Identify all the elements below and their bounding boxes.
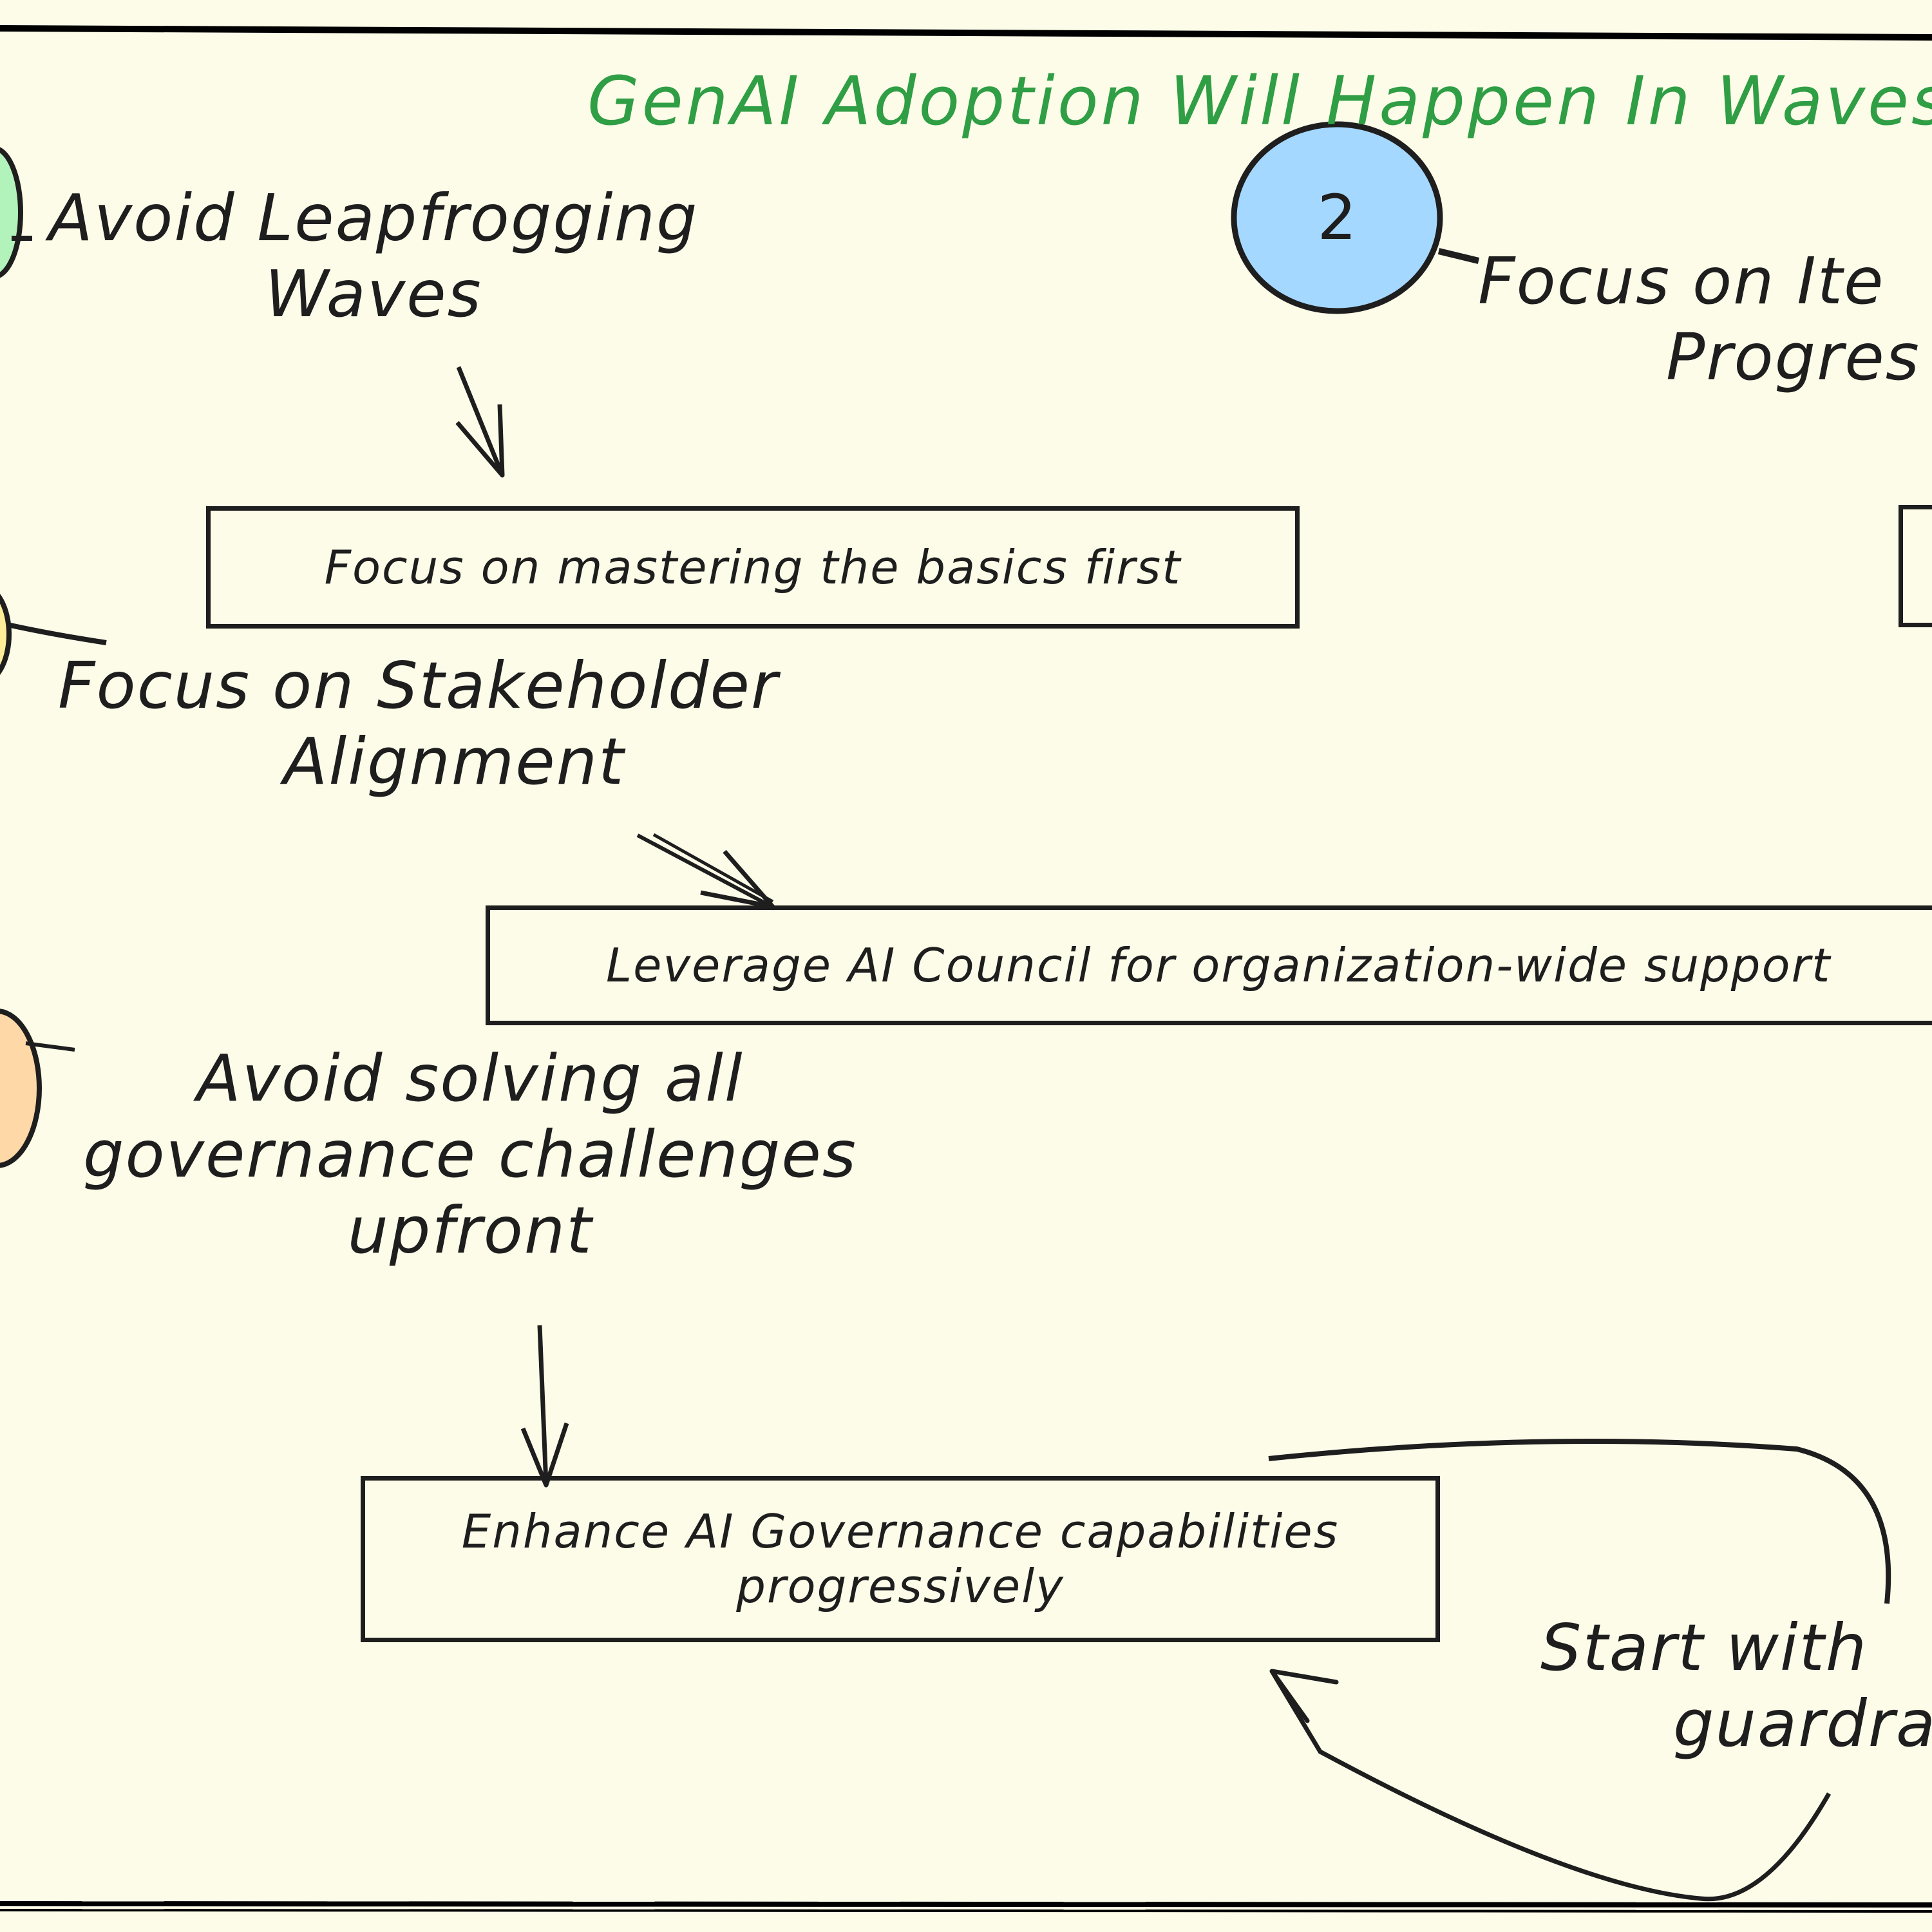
badge-wave-3-tail — [7, 622, 107, 645]
badge-wave-2-number: 2 — [1317, 182, 1357, 254]
arrow-upfront-to-enhance — [537, 1325, 549, 1486]
arrow-alignment-to-council — [636, 833, 771, 907]
badge-wave-4-tail — [25, 1041, 75, 1052]
box-ai-council: Leverage AI Council for organization-wid… — [486, 905, 1932, 1025]
box-master-basics: Focus on mastering the basics first — [206, 506, 1300, 629]
label-focus-iterative-line-2: Progres — [1666, 319, 1920, 395]
label-focus-iterative-line-1: Focus on Ite — [1478, 243, 1885, 319]
label-avoid-leapfrogging-line-1: Avoid Leapfrogging — [48, 180, 699, 256]
badge-wave-3-circle — [0, 594, 12, 675]
label-avoid-governance: Avoid solving all governance challenges … — [52, 1041, 889, 1269]
arrow-alignment-head — [700, 849, 775, 909]
label-focus-iterative: Focus on Ite Progres — [1478, 243, 1932, 395]
label-avoid-leapfrogging: Avoid Leapfrogging Waves — [19, 180, 728, 332]
label-start-with-guardrails: Start with guardra — [1540, 1610, 1932, 1762]
box-cropped-right — [1899, 505, 1932, 627]
box-master-basics-text: Focus on mastering the basics first — [324, 540, 1182, 594]
box-governance-progressive-line-2: progressively — [736, 1559, 1065, 1613]
frame-bottom-line-2 — [0, 1909, 1932, 1913]
box-ai-council-text: Leverage AI Council for organization-wid… — [606, 938, 1832, 992]
label-avoid-governance-line-1: Avoid solving all — [196, 1041, 744, 1116]
label-stakeholder-alignment: Focus on Stakeholder Alignment — [39, 648, 876, 800]
badge-wave-4-circle — [0, 1009, 42, 1168]
badge-wave-2-tail — [1437, 248, 1480, 264]
label-avoid-governance-line-2: governance challenges — [82, 1117, 857, 1192]
label-start-with-guardrails-line-1: Start with — [1540, 1610, 1868, 1685]
diagram-title: GenAI Adoption Will Happen In Waves — [587, 62, 1932, 140]
arrow-upfront-head — [520, 1422, 569, 1488]
loop-arrow-top — [1268, 1439, 1891, 1604]
label-stakeholder-alignment-line-2: Alignment — [283, 724, 625, 799]
box-governance-progressive: Enhance AI Governance capabilities progr… — [361, 1476, 1440, 1642]
badge-wave-2-circle — [1231, 121, 1443, 314]
box-governance-progressive-line-1: Enhance AI Governance capabilities — [461, 1504, 1340, 1559]
label-start-with-guardrails-line-2: guardra — [1673, 1686, 1932, 1761]
loop-arrow-bottom — [1269, 1670, 1832, 1902]
label-avoid-governance-line-3: upfront — [347, 1193, 593, 1268]
arrow-alignment-to-council-2 — [652, 833, 774, 904]
arrow-leapfrog-head — [455, 404, 505, 478]
frame-top-line — [0, 25, 1932, 41]
badge-wave-1-circle — [0, 147, 23, 278]
frame-bottom-line — [0, 1901, 1932, 1908]
arrow-leapfrog-to-basics — [456, 366, 505, 477]
label-avoid-leapfrogging-line-2: Waves — [265, 256, 482, 332]
label-stakeholder-alignment-line-1: Focus on Stakeholder — [58, 648, 779, 723]
loop-arrow-head — [1269, 1669, 1339, 1723]
